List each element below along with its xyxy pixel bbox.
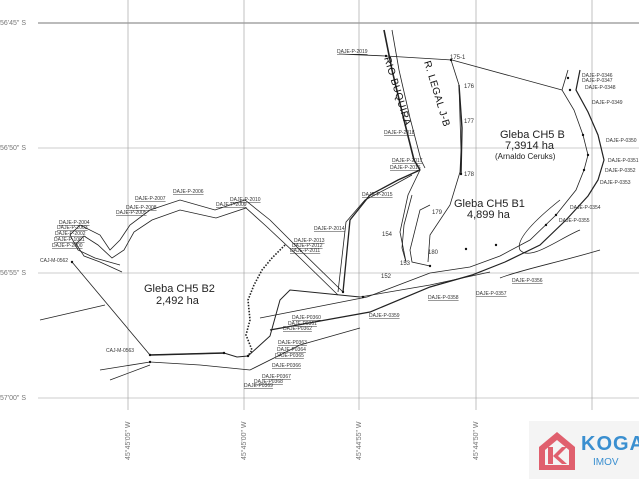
svg-text:DAJE-P0367: DAJE-P0367: [262, 374, 291, 380]
svg-text:DAJE-P-0346: DAJE-P-0346: [582, 73, 613, 79]
svg-text:179: 179: [432, 210, 443, 216]
svg-text:CAJ-M-0563: CAJ-M-0563: [106, 348, 134, 354]
lon-label: 45°44'55" W: [355, 421, 363, 460]
svg-text:176: 176: [464, 84, 475, 90]
area-owner: (Arnaldo Ceruks): [495, 152, 556, 161]
grid: [38, 0, 639, 410]
lat-label: 56'45" S: [0, 20, 26, 27]
svg-text:DAJE-P-2012: DAJE-P-2012: [292, 243, 323, 249]
lon-label: 45°45'05" W: [124, 421, 132, 460]
marker-labels: DAJE-P-2019 DAJE-P-2018 DAJE-P-2017 DAJE…: [40, 49, 639, 389]
svg-text:DAJE-P-2015: DAJE-P-2015: [362, 192, 393, 198]
lat-label: 56'50" S: [0, 145, 26, 152]
latitude-labels: 56'45" S 56'50" S 56'55" S 57'00" S: [0, 20, 26, 402]
svg-text:DAJE-P-0357: DAJE-P-0357: [476, 291, 507, 297]
area-size: 2,492 ha: [156, 295, 200, 307]
svg-text:DAJE-P-0351: DAJE-P-0351: [608, 158, 639, 164]
longitude-labels: 45°45'05" W 45°45'00" W 45°44'55" W 45°4…: [124, 421, 480, 460]
boundary-lines: [39, 29, 605, 381]
svg-text:DAJE-P-0358: DAJE-P-0358: [428, 295, 459, 301]
svg-text:DAJE-P-0347: DAJE-P-0347: [582, 78, 613, 84]
svg-text:DAJE-P-2014: DAJE-P-2014: [314, 226, 345, 232]
svg-text:DAJE-P-2004: DAJE-P-2004: [59, 220, 90, 226]
brand-sub: IMOV: [593, 457, 619, 468]
svg-text:DAJE-P-2005: DAJE-P-2005: [116, 210, 147, 216]
svg-text:154: 154: [382, 232, 393, 238]
svg-text:153: 153: [400, 261, 411, 267]
svg-text:DAJE-P-2006: DAJE-P-2006: [173, 189, 204, 195]
svg-text:DAJE-P0368: DAJE-P0368: [254, 379, 283, 385]
svg-text:180: 180: [428, 250, 439, 256]
svg-text:DAJE-P-0356: DAJE-P-0356: [512, 278, 543, 284]
svg-text:175-1: 175-1: [450, 55, 466, 61]
svg-text:DAJE-P-2017: DAJE-P-2017: [392, 158, 423, 164]
svg-text:DAJE-P0363: DAJE-P0363: [278, 340, 307, 346]
area-title: Gleba CH5 B2: [144, 283, 215, 295]
svg-text:DAJE-P-0355: DAJE-P-0355: [559, 218, 590, 224]
svg-text:DAJE-P-0350: DAJE-P-0350: [606, 138, 637, 144]
survey-points: [70, 54, 590, 364]
point-numbers: 175-1 176 177 178 179 180 152 153 154: [381, 55, 475, 280]
svg-text:DAJE-P0361: DAJE-P0361: [288, 321, 317, 327]
lon-label: 45°45'00" W: [240, 421, 248, 460]
koga-watermark: KOGA IMOV: [529, 421, 639, 479]
area-title: Gleba CH5 B: [500, 129, 565, 141]
area-size: 4,899 ha: [467, 209, 511, 221]
legal-reserve-label: R. LEGAL J-B: [421, 60, 452, 129]
svg-text:DAJE-P-2010: DAJE-P-2010: [230, 197, 261, 203]
feature-labels: RIO BUQUIRA R. LEGAL J-B: [381, 56, 452, 129]
lat-label: 56'55" S: [0, 270, 26, 277]
svg-text:DAJE-P-2008: DAJE-P-2008: [126, 205, 157, 211]
svg-text:152: 152: [381, 274, 392, 280]
svg-text:DAJE-P-2011: DAJE-P-2011: [290, 248, 320, 254]
brand-name: KOGA: [581, 433, 639, 455]
svg-text:DAJE-P0364: DAJE-P0364: [277, 347, 306, 353]
lon-label: 45°44'50" W: [472, 421, 480, 460]
svg-text:177: 177: [464, 119, 475, 125]
svg-text:DAJE-P-2003: DAJE-P-2003: [57, 225, 88, 231]
area-labels: Gleba CH5 B 7,3914 ha (Arnaldo Ceruks) G…: [144, 129, 565, 307]
svg-text:DAJE-P-0353: DAJE-P-0353: [600, 180, 631, 186]
svg-text:178: 178: [464, 172, 475, 178]
svg-text:DAJE-P0362: DAJE-P0362: [283, 326, 312, 332]
house-logo-icon: [539, 432, 575, 470]
svg-text:DAJE-P-2016: DAJE-P-2016: [390, 165, 421, 171]
svg-text:DAJE-P0369: DAJE-P0369: [244, 383, 273, 389]
area-size: 7,3914 ha: [505, 140, 555, 152]
river-label: RIO BUQUIRA: [381, 56, 412, 128]
svg-text:DAJE-P-2013: DAJE-P-2013: [294, 238, 325, 244]
svg-text:DAJE-P-0352: DAJE-P-0352: [605, 168, 636, 174]
svg-text:DAJE-P-0349: DAJE-P-0349: [592, 100, 623, 106]
svg-text:DAJE-P0360: DAJE-P0360: [292, 315, 321, 321]
svg-text:DAJE-P-2007: DAJE-P-2007: [135, 196, 166, 202]
svg-text:DAJE-P-2018: DAJE-P-2018: [384, 130, 415, 136]
svg-text:DAJE-P-1001: DAJE-P-1001: [54, 237, 85, 243]
svg-text:DAJE-P-0348: DAJE-P-0348: [585, 85, 616, 91]
lat-label: 57'00" S: [0, 395, 26, 402]
svg-text:DAJE-P-2019: DAJE-P-2019: [337, 49, 368, 55]
svg-text:DAJE-P-2009: DAJE-P-2009: [216, 202, 247, 208]
svg-text:DAJE-P-0359: DAJE-P-0359: [369, 313, 400, 319]
svg-text:DAJE-P-2002: DAJE-P-2002: [55, 231, 86, 237]
area-title: Gleba CH5 B1: [454, 198, 525, 210]
svg-text:DAJE-P-0354: DAJE-P-0354: [570, 205, 601, 211]
svg-text:CAJ-M-0562: CAJ-M-0562: [40, 258, 68, 264]
svg-text:DAJE-P0366: DAJE-P0366: [272, 363, 301, 369]
svg-text:DAJE-P-2000: DAJE-P-2000: [52, 243, 83, 249]
svg-text:DAJE-P0365: DAJE-P0365: [275, 353, 304, 359]
